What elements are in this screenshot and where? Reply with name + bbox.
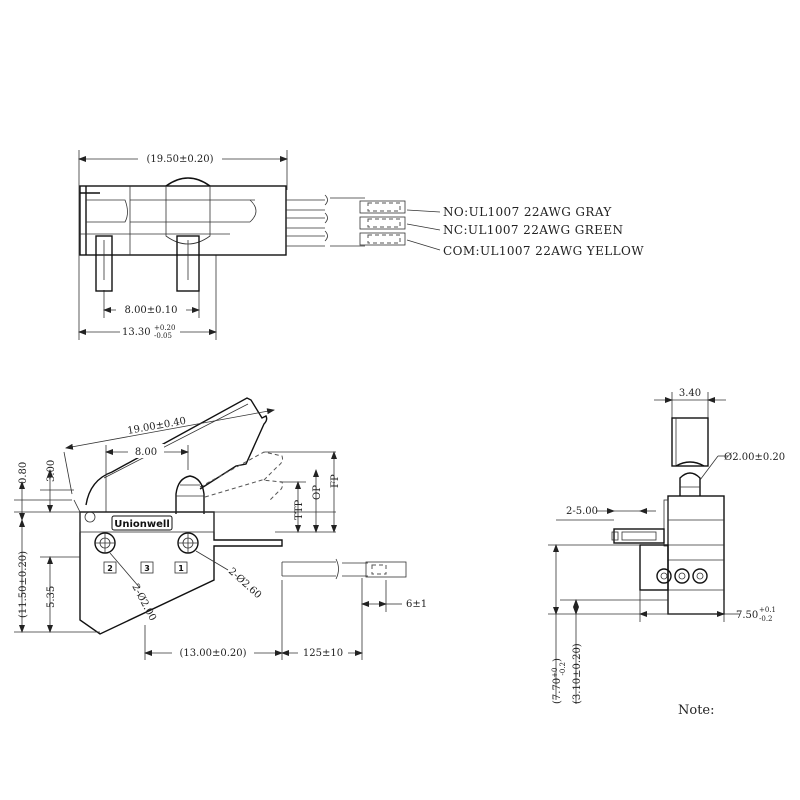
base-height-label: (3.10±0.20) [572,643,583,704]
plunger-end [679,472,701,496]
depth-label: 7.50 [736,610,758,621]
pin-label-box-2 [140,561,154,574]
body-length-upper: +0.20 [154,324,175,332]
switch-body-end [667,495,725,615]
wire-terminal-side [365,561,407,578]
pin-label-1: 1 [178,564,184,573]
strip-length-label: 6±1 [406,599,427,610]
top-view: (19.50±0.20) [78,150,644,340]
brand-label: Unionwell [114,519,170,530]
lever-range-label: 2-5.00 [566,506,598,517]
hole-small-label: 2-Ø2.00 [129,582,158,623]
mounting-hole-right [177,532,199,554]
depth-upper: +0.1 [759,606,776,614]
wire-length-label: 125±10 [303,648,343,659]
pin-label-box-3 [174,561,188,574]
body-length-label: 13.30 [122,327,151,338]
op-label: OP [312,485,323,500]
terminal-hole-1 [656,568,672,584]
wire-com-label: COM:UL1007 22AWG YELLOW [443,244,644,258]
wire-nc-label: NC:UL1007 22AWG GREEN [443,223,623,237]
depth-lower: -0.2 [759,615,773,623]
terminal-pin-right [176,235,200,292]
actuator-dome-top [165,177,211,187]
lever-offset-label: 8.00 [135,447,157,458]
lever-end [613,528,665,544]
pin-label-2: 2 [107,564,113,573]
pin-label-box-1 [103,561,117,574]
lever-length-label: 19.00±0.40 [127,416,187,437]
actuator-width-label: 3.40 [679,388,701,399]
lower-height-label: 5.35 [46,586,57,608]
overall-length-label: (19.50±0.20) [146,154,213,165]
ttp-label: TTP [294,499,305,520]
hole-large-label: 2-Ø2.60 [226,566,263,601]
actuator-end [671,417,709,467]
wire-bundle [286,194,406,247]
switch-body-top [79,185,287,256]
plunger-side [175,475,205,514]
plunger-dia-label: Ø2.00±0.20 [724,452,785,463]
height-label: (7.70+0-0.2) [551,658,567,704]
side-view: 19.00±0.40 8.00 Unionwell [14,397,427,660]
terminal-pin-left [95,235,113,292]
dim-080-label: 0.80 [18,462,29,484]
pin-spacing-label: 8.00±0.10 [125,305,178,316]
note-label: Note: [678,703,715,718]
terminal-hole-2 [674,568,690,584]
pin-label-3: 3 [144,564,150,573]
brand-badge [111,515,173,531]
lever-length-dimline [65,408,275,450]
overall-height-label: (11.50±0.20) [18,551,29,618]
dim-300-label: 3.00 [46,460,57,482]
fp-label: FP [330,474,341,488]
terminal-hole-3 [692,568,708,584]
body-width-label: (13.00±0.20) [179,648,246,659]
end-view: 3.40 Ø2.00±0.20 2- [548,388,785,718]
wire-no-label: NO:UL1007 22AWG GRAY [443,205,612,219]
body-length-lower: -0.05 [154,332,172,340]
mounting-hole-left [94,532,116,554]
